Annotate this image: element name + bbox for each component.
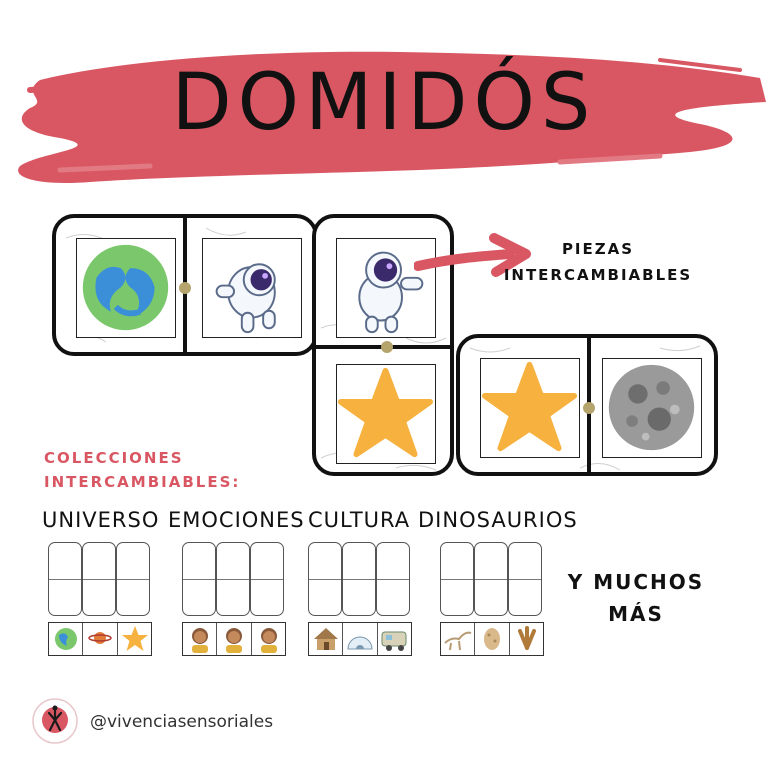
arrow-icon [414,233,531,277]
astronaut-icon [358,251,424,334]
dinosaur-skeleton-icon [444,631,472,651]
collection-icon-strip [440,622,544,656]
pieces-label: PIEZAS INTERCAMBIABLES [498,236,698,288]
tile-dot [583,402,595,414]
footprint-icon [517,626,536,650]
brush-stroke [18,51,766,184]
social-handle[interactable]: @vivenciasensoriales [90,712,274,732]
page-title: DOMIDÓS [171,58,597,148]
collection-name-dinosaurios: DINOSAURIOS [418,508,578,532]
igloo-icon [347,636,373,650]
tile-dot [179,282,191,294]
tile-image-frame [480,358,580,458]
more-label-line2: MÁS [608,602,664,626]
star-icon [337,367,434,458]
mini-domino-card [182,542,216,616]
child-face-icon [226,628,243,653]
domino-tile-astronaut-star [312,214,454,476]
tile-image-frame [202,238,302,338]
tile-image-frame [602,358,702,458]
earth-icon [55,628,77,650]
mini-domino-card [216,542,250,616]
star-icon [481,361,578,452]
title-banner: DOMIDÓS [0,20,768,190]
astronaut-icon [215,263,276,334]
child-face-icon [192,628,208,653]
vivencias-logo-icon [32,698,78,744]
child-face-icon [260,628,277,653]
mini-domino-card [116,542,150,616]
tile-image-frame [76,238,176,338]
tile-image-frame [336,238,436,338]
collection-icon-strip [308,622,412,656]
hut-icon [314,628,338,650]
world-map-background [469,345,701,471]
tile-image-frame [336,364,436,464]
collections-label: COLECCIONES INTERCAMBIABLES: [44,446,240,494]
more-label: Y MUCHOS MÁS [556,566,716,630]
collection-preview-dinosaurios [436,542,548,658]
domino-tile-earth-astronaut [52,214,318,356]
star-icon [121,626,148,651]
pieces-label-line1: PIEZAS [561,240,635,258]
mini-domino-card [308,542,342,616]
mini-domino-card [440,542,474,616]
collection-preview-cultura [304,542,416,658]
mini-domino-card [508,542,542,616]
mini-domino-card [342,542,376,616]
mini-domino-card [250,542,284,616]
planet-icon [88,632,113,644]
tile-dot [381,341,393,353]
collection-preview-emociones [178,542,290,658]
mini-domino-card [376,542,410,616]
collection-name-cultura: CULTURA [308,508,411,532]
mini-domino-card [474,542,508,616]
caravan-icon [381,631,407,651]
collection-name-emociones: EMOCIONES [168,508,305,532]
mini-domino-card [48,542,82,616]
mini-domino-card [82,542,116,616]
collection-icon-strip [182,622,286,656]
collection-preview-universo [44,542,156,658]
moon-icon [608,364,695,451]
more-label-line1: Y MUCHOS [567,570,705,594]
collection-name-universo: UNIVERSO [42,508,160,532]
domino-tile-star-moon [456,334,718,476]
earth-icon [82,244,169,331]
collections-label-line2: INTERCAMBIABLES: [44,473,241,491]
collection-icon-strip [48,622,152,656]
pieces-label-line2: INTERCAMBIABLES [503,266,693,284]
egg-icon [484,628,501,650]
collections-label-line1: COLECCIONES [44,449,184,467]
